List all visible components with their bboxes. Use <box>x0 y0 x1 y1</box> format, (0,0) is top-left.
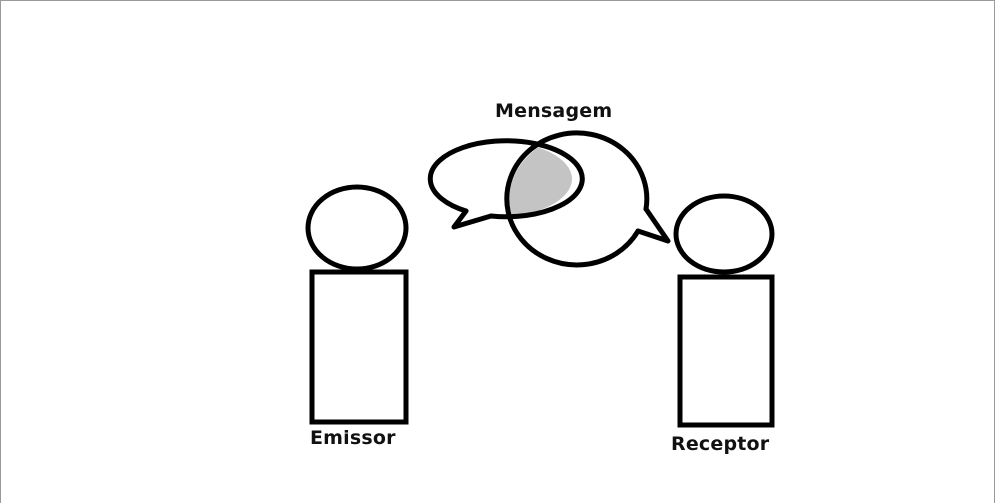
sender-label: Emissor <box>310 427 396 449</box>
receiver-head <box>676 196 772 272</box>
bubble-overlap-shading <box>420 141 572 217</box>
sender-figure <box>308 187 406 422</box>
sender-head <box>308 187 406 269</box>
sender-body <box>312 272 406 422</box>
receiver-body <box>680 277 772 425</box>
receiver-label: Receptor <box>671 433 769 455</box>
receiver-figure <box>676 196 772 425</box>
message-label: Mensagem <box>495 100 612 122</box>
